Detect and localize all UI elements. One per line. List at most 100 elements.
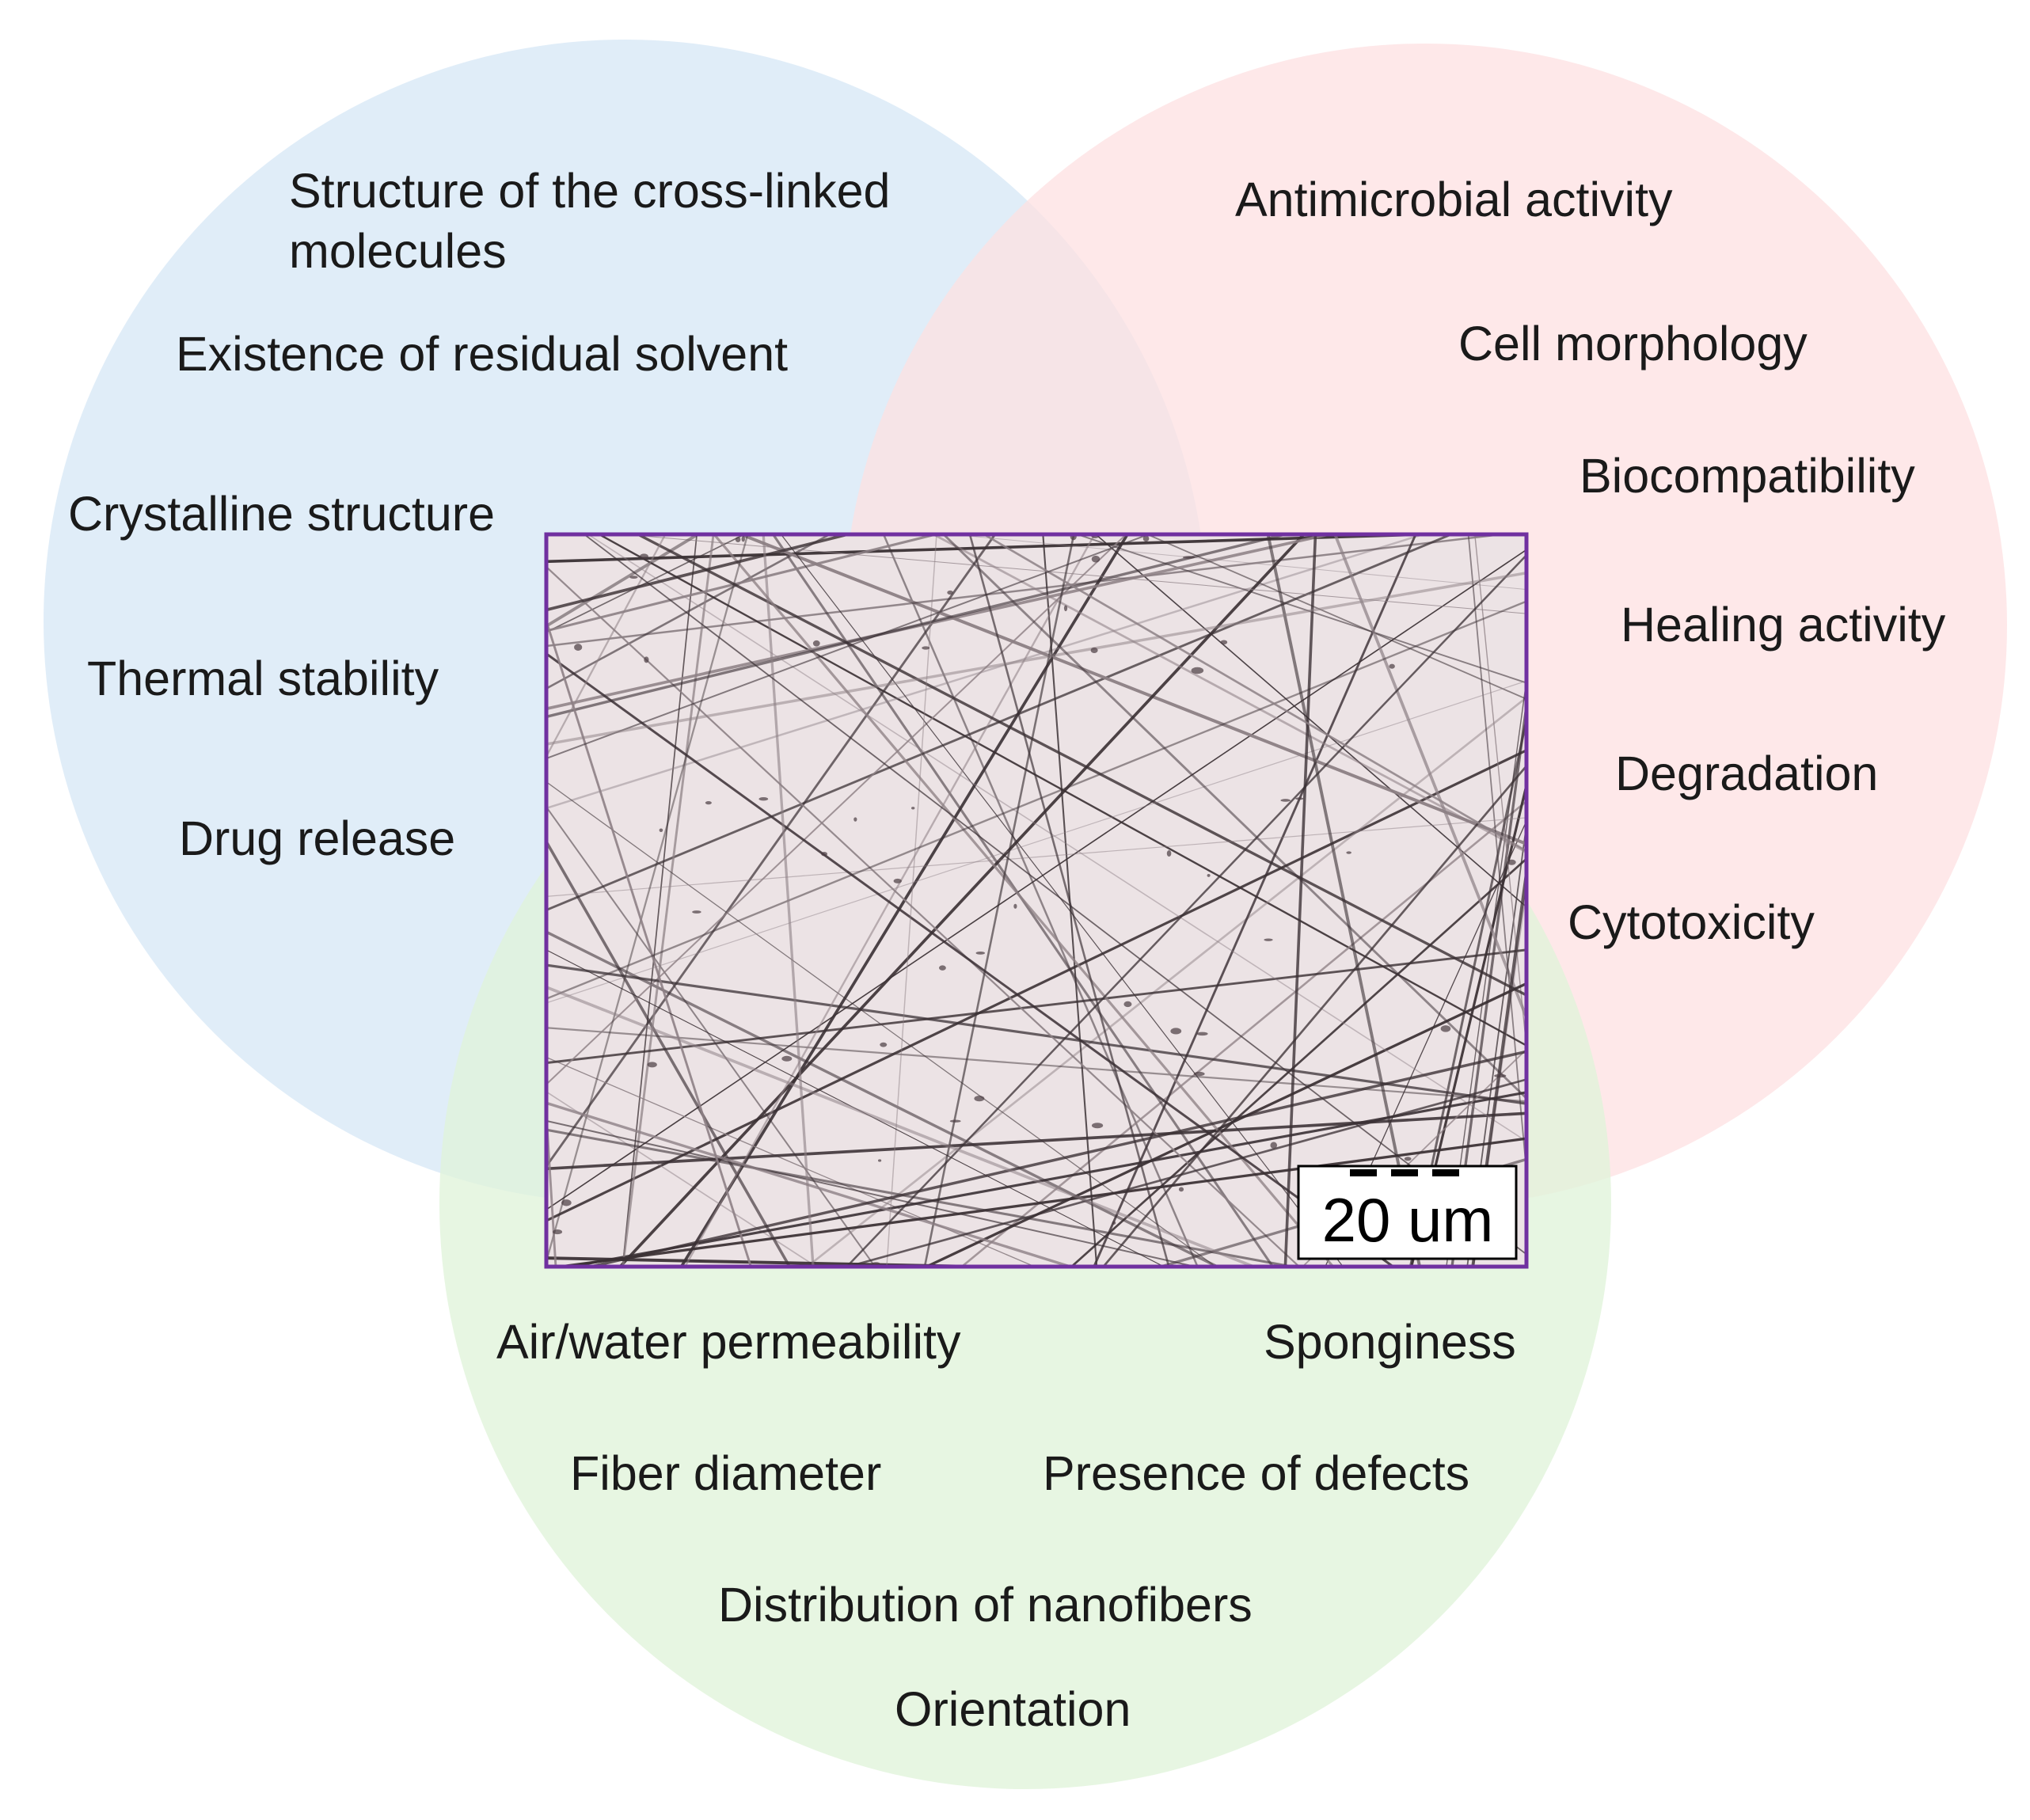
label-antimicrobial-activity: Antimicrobial activity	[1235, 173, 1673, 226]
fiber-debris-dot	[659, 828, 663, 833]
nanofiber-line	[546, 806, 876, 1267]
fiber-debris-dot	[1063, 605, 1068, 612]
nanofiber-line	[951, 534, 1526, 591]
fiber-debris-dot	[1170, 1028, 1182, 1035]
fiber-debris-dot	[1091, 1123, 1104, 1129]
fiber-debris-dot	[692, 910, 701, 914]
fiber-debris-dot	[880, 1042, 888, 1047]
nanofiber-line	[806, 697, 1526, 1267]
nanofiber-line	[926, 982, 1526, 1267]
fiber-debris-dot	[872, 1262, 880, 1266]
nanofiber-line	[584, 534, 1526, 1256]
nanofiber-line	[546, 534, 667, 758]
fiber-debris-dot	[1193, 1071, 1205, 1077]
nanofiber-line	[546, 534, 749, 1263]
fiber-debris-dot	[1112, 1221, 1116, 1225]
nanofiber-line	[713, 534, 1334, 1267]
nanofiber-line	[1070, 857, 1526, 1267]
fiber-debris-dot	[1389, 663, 1395, 669]
micrograph-border	[544, 532, 1529, 1269]
label-fiber-diameter: Fiber diameter	[570, 1446, 881, 1500]
nanofiber-line	[622, 534, 698, 1267]
nanofiber-line	[546, 534, 937, 633]
nanofiber-line	[1102, 765, 1526, 1267]
fiber-debris-dot	[1182, 556, 1196, 559]
label-distribution-of-nanofibers: Distribution of nanofibers	[718, 1578, 1253, 1632]
nanofiber-line	[546, 534, 1286, 719]
fiber-debris-dot	[735, 537, 741, 542]
fiber-debris-dot	[561, 1199, 572, 1206]
label-sponginess: Sponginess	[1264, 1315, 1516, 1369]
nanofiber-line	[546, 1128, 1293, 1267]
fiber-debris-dot	[1191, 667, 1204, 674]
nanofiber-line	[546, 534, 699, 628]
fiber-debris-dot	[574, 644, 583, 651]
fiber-debris-dot	[647, 1062, 657, 1068]
label-drug-release: Drug release	[179, 811, 455, 865]
nanofiber-line	[1146, 534, 1526, 700]
fiber-debris-dot	[1507, 859, 1516, 865]
nanofiber-line	[546, 534, 1422, 564]
nanofiber-line	[968, 534, 1170, 1267]
label-cell-morphology: Cell morphology	[1458, 317, 1808, 370]
scale-bar-icon: 20 um	[1297, 1165, 1518, 1260]
nanofiber-line	[1093, 534, 1417, 1267]
fiber-debris-dot	[1220, 640, 1228, 645]
nanofiber-line	[546, 652, 1394, 1267]
nanofiber-line	[546, 620, 752, 1267]
nanofiber-line	[622, 534, 715, 1267]
fiber-debris-dot	[1178, 1187, 1184, 1192]
fiber-debris-dot	[1013, 903, 1017, 909]
nanofiber-line	[942, 534, 1526, 1100]
label-residual-solvent: Existence of residual solvent	[176, 327, 788, 381]
fiber-debris-dot	[893, 878, 902, 883]
nanofiber-line	[882, 534, 1199, 1267]
nanofiber-line	[933, 534, 1526, 853]
nanofiber-line	[546, 534, 1150, 760]
nanofiber-line	[618, 534, 1306, 1267]
nanofiber-line	[684, 534, 1096, 1267]
fiber-debris-dot	[553, 1229, 563, 1235]
fiber-debris-dot	[1196, 1032, 1208, 1036]
fiber-debris-dot	[1494, 1073, 1507, 1078]
nanofiber-line	[546, 680, 1526, 1004]
nanofiber-line	[546, 571, 1526, 746]
nanofiber-line	[762, 534, 815, 1267]
nanofiber-line	[546, 749, 1526, 1222]
nanofiber-line	[587, 534, 1526, 1142]
nanofiber-line	[546, 1119, 1196, 1267]
label-biocompatibility: Biocompatibility	[1580, 449, 1915, 503]
nanofiber-line	[590, 1050, 1526, 1267]
nanofiber-line	[740, 534, 1526, 845]
fiber-debris-dot	[1207, 874, 1211, 877]
nanofiber-line	[546, 600, 1526, 1000]
label-degradation: Degradation	[1615, 747, 1878, 800]
fiber-debris-dot	[644, 656, 649, 663]
fiber-debris-dot	[1270, 1142, 1278, 1149]
nanofiber-line	[1266, 534, 1422, 1267]
fiber-debris-dot	[975, 951, 986, 955]
nanofiber-line	[1333, 534, 1526, 1018]
fiber-debris-dot	[922, 646, 930, 650]
nanofiber-line	[546, 986, 1255, 1267]
nanofiber-line	[560, 1137, 1526, 1267]
label-cytotoxicity: Cytotoxicity	[1568, 895, 1815, 949]
nanofiber-line	[546, 841, 791, 1267]
fiber-debris-dot	[1404, 1157, 1412, 1161]
fiber-debris-dot	[1264, 938, 1273, 941]
label-cross-linked-structure: Structure of the cross-linked molecules	[289, 164, 903, 278]
nanofiber-line	[546, 534, 849, 612]
fiber-debris-dot	[758, 797, 769, 801]
fiber-debris-dot	[781, 1055, 793, 1062]
fiber-debris-dot	[705, 800, 712, 805]
nanofiber-line	[637, 534, 1526, 997]
fiber-debris-dot	[1346, 851, 1351, 854]
scale-bar-label: 20 um	[1322, 1185, 1494, 1255]
fiber-debris-dot	[911, 807, 915, 810]
label-thermal-stability: Thermal stability	[87, 652, 439, 705]
fiber-debris-dot	[741, 536, 745, 542]
fiber-debris-dot	[1440, 1025, 1451, 1032]
fiber-debris-dot	[949, 1119, 961, 1123]
fiber-debris-dot	[1091, 555, 1101, 563]
